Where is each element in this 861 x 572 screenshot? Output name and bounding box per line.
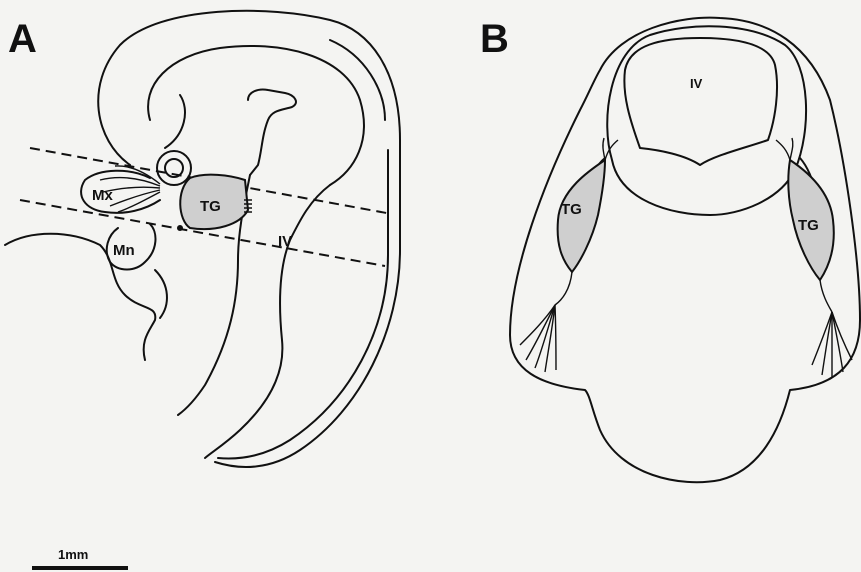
neural-tube-outer: [607, 26, 806, 215]
fourth-ventricle-lumen: [624, 38, 777, 165]
midbrain-lobe: [248, 89, 296, 175]
trigeminal-ganglion-label-left: TG: [561, 201, 582, 218]
scale-bar-label: 1mm: [58, 547, 88, 562]
trigeminal-ganglion-label-a: TG: [200, 198, 221, 215]
eye-outer: [157, 151, 191, 185]
forebrain-fold: [165, 95, 185, 148]
panel-b: B IV TG TG: [480, 17, 860, 482]
trigeminal-ganglion-label-right: TG: [798, 217, 819, 234]
head-outline: [98, 11, 400, 467]
scale-bar: 1mm: [32, 547, 128, 568]
maxillary-label: Mx: [92, 187, 113, 204]
fourth-ventricle-label-b: IV: [690, 76, 703, 91]
panel-b-letter: B: [480, 17, 509, 61]
pharyngeal-arch: [155, 270, 167, 318]
mandibular-label: Mn: [113, 242, 135, 259]
panel-a: A IV Mx TG: [5, 11, 400, 568]
panel-a-letter: A: [8, 17, 37, 61]
